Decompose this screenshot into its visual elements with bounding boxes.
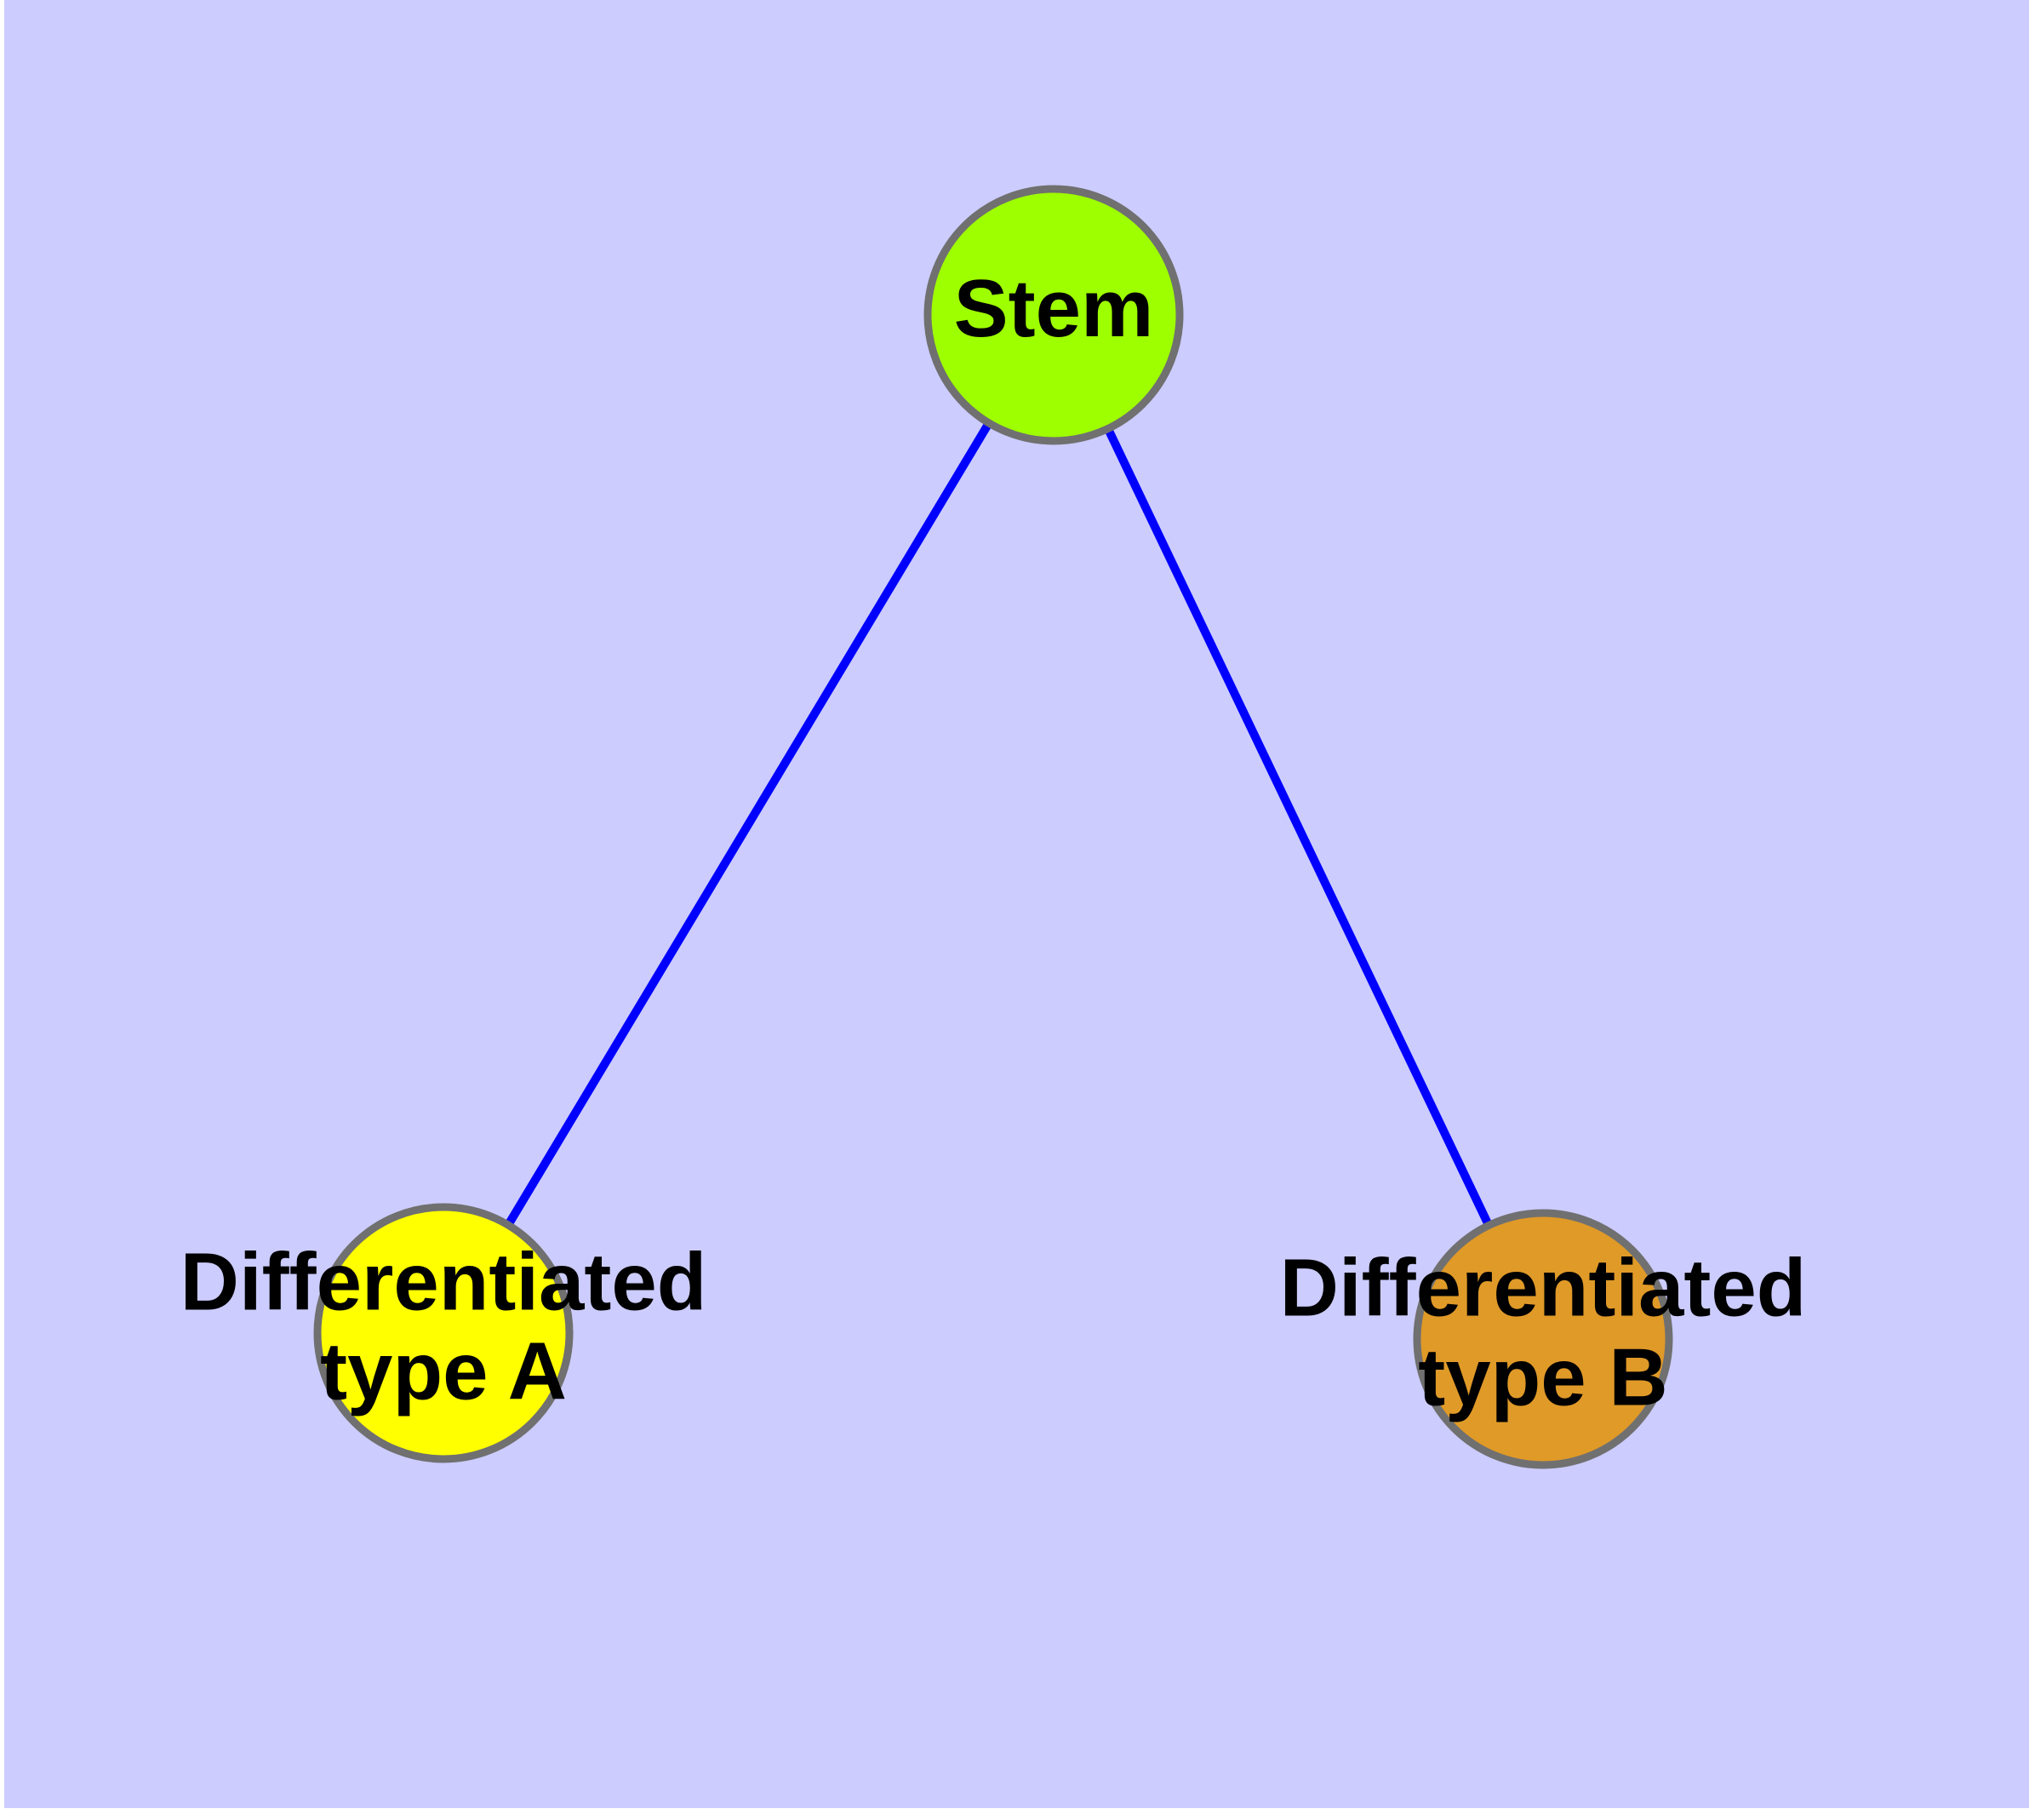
node-stem-circle[interactable] [923,185,1184,445]
node-label-line: Differentiated [180,1237,707,1328]
edge-layer [501,416,1495,1233]
node-diff-b-circle[interactable] [1413,1209,1673,1469]
edge-stem-to-diff-b[interactable] [1101,421,1495,1233]
node-layer [313,185,1673,1469]
node-label-line: type A [320,1326,567,1417]
node-label-line: type B [1418,1332,1667,1423]
edge-stem-to-diff-a[interactable] [501,416,996,1232]
node-stem-label: Stem [954,263,1154,354]
node-label-line: Stem [954,263,1154,354]
node-diff-a-circle[interactable] [313,1203,574,1463]
node-label-line: Differentiated [1280,1243,1807,1334]
